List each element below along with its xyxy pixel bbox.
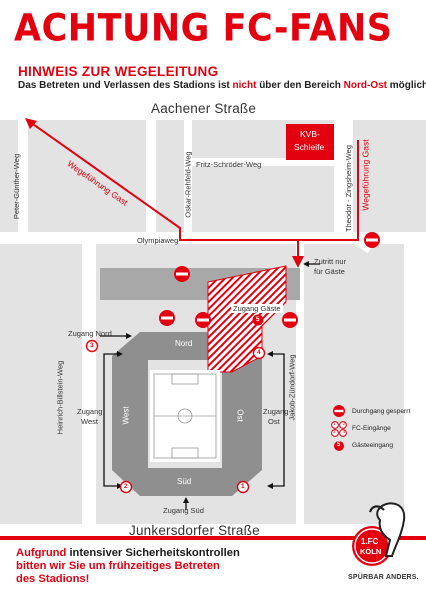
blocked-sign-nordost bbox=[282, 312, 298, 328]
club-slogan: SPÜRBAR ANDERS. bbox=[348, 574, 419, 581]
footer-line3: des Stadions! bbox=[16, 573, 90, 586]
page-title: ACHTUNG FC-FANS bbox=[14, 6, 393, 51]
legend-nums-top: 1 2 bbox=[333, 421, 349, 426]
legend-symbols bbox=[331, 405, 347, 451]
blocked-signs bbox=[159, 232, 380, 328]
guest-only-line1: Zutritt nur bbox=[314, 257, 347, 266]
kvb-box bbox=[286, 124, 334, 160]
blocked-sign-olympiaweg-east bbox=[364, 232, 380, 248]
label-zugang-gaeste: Zugang Gäste bbox=[231, 304, 283, 313]
intro-after: möglich. bbox=[389, 80, 426, 91]
entrance-1: 1 bbox=[241, 483, 245, 490]
label-zugang-west-1: Zugang bbox=[77, 407, 103, 416]
blocked-sign-north bbox=[174, 266, 190, 282]
entrance-2: 2 bbox=[124, 483, 128, 490]
entrance-3: 3 bbox=[90, 342, 94, 349]
logo-text-top: 1.FC bbox=[361, 537, 379, 546]
legend-guest-num: 5 bbox=[337, 442, 341, 448]
legend-blocked: Durchgang gesperrt bbox=[352, 408, 411, 415]
fc-entrance-markers bbox=[85, 314, 266, 494]
legend-nums-bottom: 3 4 bbox=[333, 429, 349, 434]
route-label-guest-right: Wegeführung Gast bbox=[360, 139, 371, 211]
page-subtitle: HINWEIS ZUR WEGELEITUNG bbox=[18, 64, 219, 79]
blocked-sign-nord-1 bbox=[159, 310, 175, 326]
intro-middle: über den Bereich bbox=[256, 80, 344, 91]
street-junkersdorfer: Junkersdorfer Straße bbox=[129, 523, 260, 538]
stand-sued: Süd bbox=[177, 477, 192, 486]
street-jakob-zuendorf: Jakob-Zündorf-Weg bbox=[287, 354, 297, 421]
label-zugang-nord: Zugang Nord bbox=[68, 329, 112, 338]
label-zugang-ost-1: Zugang bbox=[263, 407, 289, 416]
street-heinrich-billstein: Heinrich-Billstein-Weg bbox=[55, 360, 65, 435]
footer-line1-before: Aufgrund bbox=[16, 547, 70, 559]
street-fritz-schroeder: Fritz-Schröder-Weg bbox=[196, 160, 262, 169]
access-arrows bbox=[100, 263, 320, 510]
bottom-band bbox=[0, 536, 426, 540]
intro-area: Nord-Ost bbox=[343, 80, 388, 91]
label-zugang-ost-2: Ost bbox=[268, 417, 280, 426]
legend-fc-entrances: FC-Eingänge bbox=[352, 425, 391, 432]
street-olympiaweg: Olympiaweg bbox=[137, 236, 179, 245]
entrance-5: 5 bbox=[256, 316, 260, 323]
street-aachener: Aachener Straße bbox=[151, 101, 257, 116]
legend: Durchgang gesperrt FC-Eingänge Gästeeing… bbox=[330, 403, 410, 454]
stand-ost: Ost bbox=[235, 409, 245, 422]
intro-not: nicht bbox=[232, 80, 257, 91]
street-theodor-zingsheim: Theodor - Zingsheim-Weg bbox=[343, 145, 353, 232]
stand-nord: Nord bbox=[175, 339, 193, 348]
entrance-4: 4 bbox=[257, 349, 261, 356]
footer-line2: bitten wir Sie um frühzeitiges Betreten bbox=[16, 560, 220, 573]
guest-route bbox=[29, 121, 359, 268]
footer-line1-emph: intensiver Sicherheitskontrollen bbox=[69, 547, 240, 559]
stand-west: West bbox=[121, 406, 131, 425]
logo-text-bottom: KÖLN bbox=[360, 547, 382, 556]
footer-notice: Aufgrund intensiver Sicherheitskontrolle… bbox=[16, 547, 316, 587]
street-peter-guenther: Peter-Günther-Weg bbox=[12, 153, 22, 220]
blocked-sign-nord-2 bbox=[195, 312, 211, 328]
club-crest-logo bbox=[352, 502, 406, 566]
legend-guest-entrance: Gästeeingang bbox=[352, 442, 394, 449]
label-zugang-west-2: West bbox=[81, 417, 98, 426]
kvb-line2: Schleife bbox=[294, 142, 325, 152]
kvb-line1: KVB- bbox=[300, 129, 320, 139]
label-zugang-sued: Zugang Süd bbox=[163, 506, 204, 515]
pitch bbox=[150, 370, 220, 462]
intro-text: Das Betreten und Verlassen des Stadions … bbox=[18, 80, 426, 91]
intro-before: Das Betreten und Verlassen des Stadions … bbox=[18, 80, 233, 91]
guest-only-line2: für Gäste bbox=[314, 267, 345, 276]
street-oskar-rehfeld: Oskar-Rehfeld-Weg bbox=[183, 151, 193, 218]
